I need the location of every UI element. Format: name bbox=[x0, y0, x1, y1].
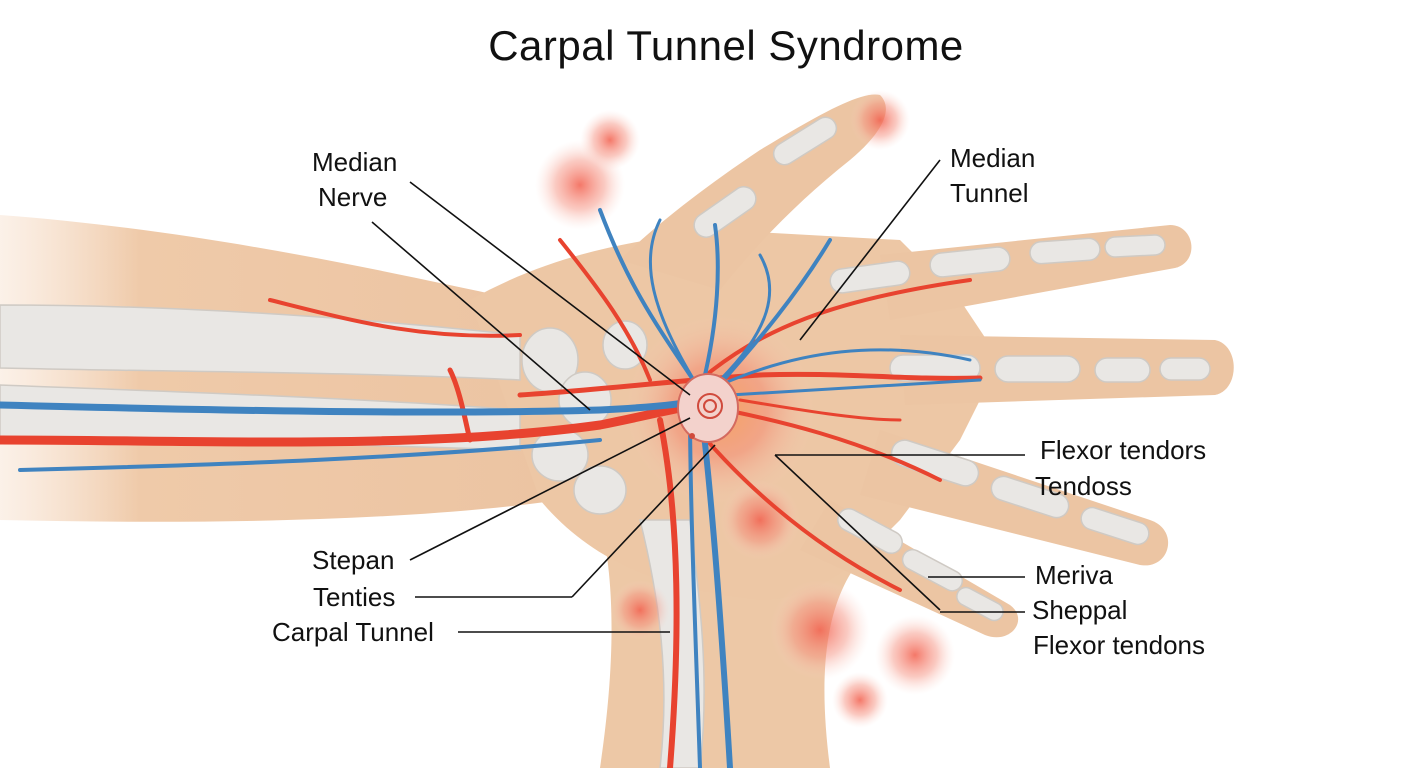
label-meriva: Meriva bbox=[1035, 560, 1114, 590]
diagram-title: Carpal Tunnel Syndrome bbox=[488, 22, 964, 69]
leader-stepan bbox=[409, 417, 691, 561]
label-flexor-tendors-line2: Tendoss bbox=[1035, 471, 1132, 501]
label-tenties: Tenties bbox=[313, 582, 396, 612]
label-median-tunnel-line2: Tunnel bbox=[950, 178, 1029, 208]
label-flexor-tendors-line1: Flexor tendors bbox=[1040, 435, 1207, 465]
inflammation-glows bbox=[535, 90, 955, 728]
label-stepan: Stepan bbox=[312, 545, 395, 575]
label-sheppal: Sheppal bbox=[1032, 595, 1128, 625]
leader-sheppal bbox=[774, 454, 941, 611]
leader-median-tunnel bbox=[799, 159, 941, 341]
bones bbox=[0, 116, 1211, 768]
leader-median-nerve-2 bbox=[371, 221, 591, 411]
leader-lines bbox=[371, 159, 1025, 633]
compression-point bbox=[677, 373, 739, 443]
label-carpal-tunnel: Carpal Tunnel bbox=[272, 617, 434, 647]
leader-median-nerve bbox=[409, 181, 691, 396]
label-median-nerve-line1: Median bbox=[312, 147, 398, 177]
label-median-nerve-line2: Nerve bbox=[318, 182, 388, 212]
leader-tenties bbox=[571, 444, 716, 598]
label-flexor-tendons: Flexor tendons bbox=[1033, 630, 1205, 660]
label-median-tunnel-line1: Median bbox=[950, 143, 1036, 173]
